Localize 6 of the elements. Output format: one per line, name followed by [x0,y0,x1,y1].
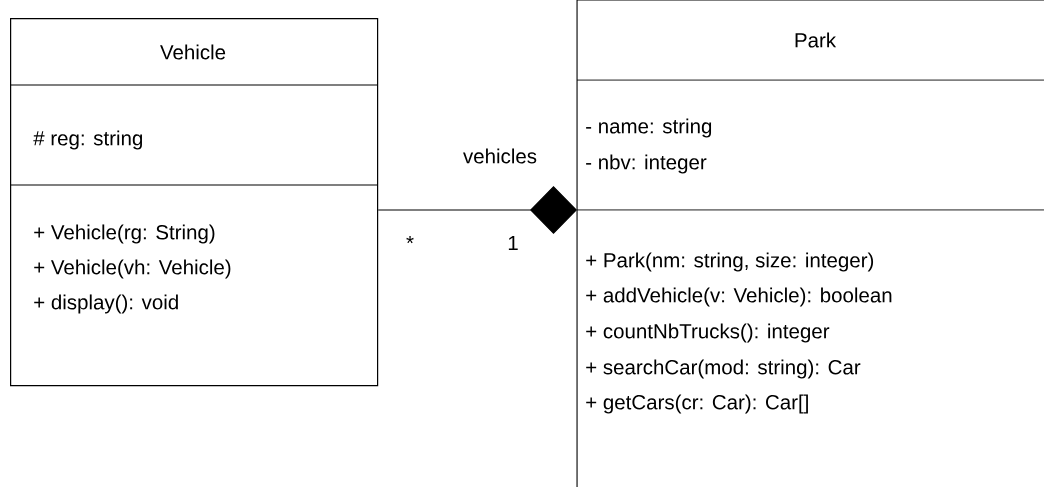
class-box: Vehicle # reg: string + Vehicle(rg: String) + Vehicle(vh: Vehicle) + display(): void [9,18,379,387]
class-box: Park - name: string - nbv: integer + Park(nm: string, size: integer) + addVehicle(v: Vehicle): boolean + countNbTrucks(): integer + searchCar(mod: string): Car + getCars(cr: Car): Car[] [576,0,1044,487]
edge-label: vehicles [462,147,539,165]
composition-line [377,186,577,234]
multiplicity: 1 [508,235,518,251]
multiplicity: * [406,235,414,244]
